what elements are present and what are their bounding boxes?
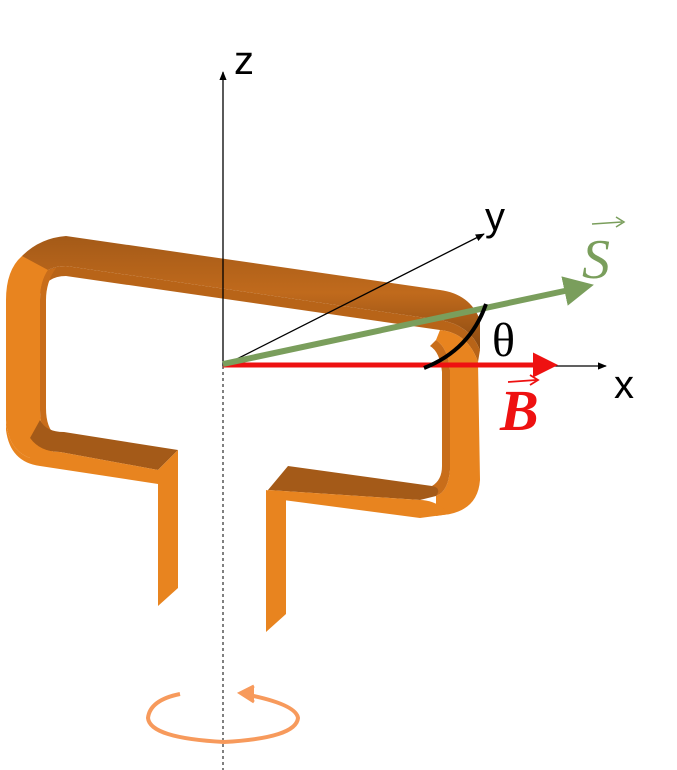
area-vector-label-group: S bbox=[582, 216, 626, 291]
y-axis-label: y bbox=[485, 195, 505, 239]
coil-top-band bbox=[22, 236, 480, 350]
coil-bottom-left-band bbox=[30, 420, 178, 470]
coil-bottom-right-face bbox=[268, 490, 450, 518]
coil-left-inner bbox=[40, 268, 56, 440]
coil-right-inner bbox=[430, 340, 450, 496]
field-vector-label-group: B bbox=[499, 374, 540, 443]
angle-label: θ bbox=[492, 314, 515, 367]
coil-left-side bbox=[6, 256, 52, 462]
coil-top-edge bbox=[34, 266, 480, 362]
x-axis-label: x bbox=[614, 363, 634, 407]
field-vector-accent-head bbox=[529, 374, 540, 386]
angle-arc bbox=[423, 303, 488, 370]
field-vector-accent-arrow bbox=[507, 379, 537, 383]
z-axis-label: z bbox=[234, 39, 254, 83]
area-vector-accent-arrow bbox=[591, 221, 623, 225]
rotation-arrow-icon bbox=[145, 684, 301, 745]
y-axis bbox=[222, 233, 485, 367]
coil-left-lead bbox=[158, 450, 178, 606]
coil-right-side bbox=[436, 330, 480, 516]
area-vector-accent-head bbox=[615, 216, 626, 228]
field-vector-label: B bbox=[499, 378, 539, 443]
coil-right-lead bbox=[266, 490, 286, 632]
coil-bottom-right-band bbox=[268, 466, 439, 500]
axes bbox=[219, 71, 607, 770]
area-vector-arrow bbox=[222, 276, 594, 367]
area-vector-label: S bbox=[582, 229, 610, 291]
coil bbox=[6, 236, 480, 632]
coil-bottom-left-face bbox=[6, 420, 158, 484]
